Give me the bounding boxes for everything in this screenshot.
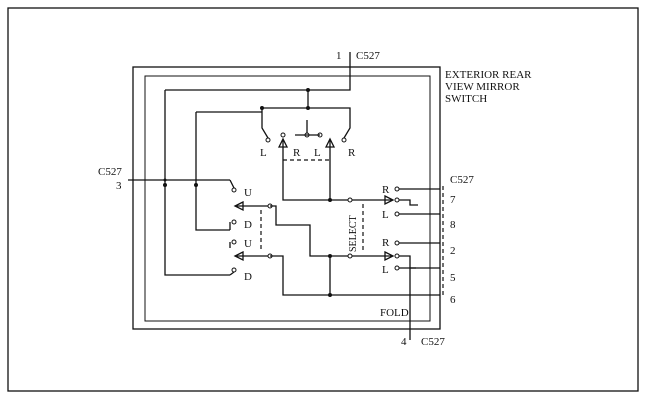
top-bus-right — [308, 107, 351, 113]
label-up-2: U — [244, 238, 252, 250]
switch-inner-box — [144, 75, 431, 322]
right-pin-6: 6 — [450, 294, 456, 306]
top-pin-number: 1 — [336, 50, 342, 62]
select-label: SELECT — [348, 215, 359, 252]
fold-label: FOLD — [380, 307, 409, 319]
label-down-2: D — [244, 271, 252, 283]
right-label-r-1: R — [382, 184, 390, 196]
right-label-l-1: L — [382, 209, 389, 221]
right-label-r-2: R — [382, 237, 390, 249]
left-pin-number: 3 — [116, 180, 122, 192]
right-label-l-2: L — [382, 264, 389, 276]
top-label-r-outer: R — [348, 147, 356, 159]
top-label-l-outer: L — [260, 147, 267, 159]
title-line-1: EXTERIOR REAR — [445, 69, 532, 81]
title-line-2: VIEW MIRROR — [445, 81, 520, 93]
label-up-1: U — [244, 187, 252, 199]
right-pin-7: 7 — [450, 194, 456, 206]
switch-outer-box — [132, 66, 441, 330]
page-frame — [7, 7, 639, 392]
right-pin-2: 2 — [450, 245, 456, 257]
bottom-connector-name: C527 — [421, 336, 445, 348]
right-connector-name: C527 — [450, 174, 474, 186]
top-label-l-inner: L — [314, 147, 321, 159]
left-connector-name: C527 — [98, 166, 122, 178]
title-line-3: SWITCH — [445, 93, 487, 105]
bottom-pin-number: 4 — [401, 336, 407, 348]
label-down-1: D — [244, 219, 252, 231]
right-pin-5: 5 — [450, 272, 456, 284]
top-connector-name: C527 — [356, 50, 380, 62]
right-pin-8: 8 — [450, 219, 456, 231]
top-label-r-inner: R — [293, 147, 301, 159]
